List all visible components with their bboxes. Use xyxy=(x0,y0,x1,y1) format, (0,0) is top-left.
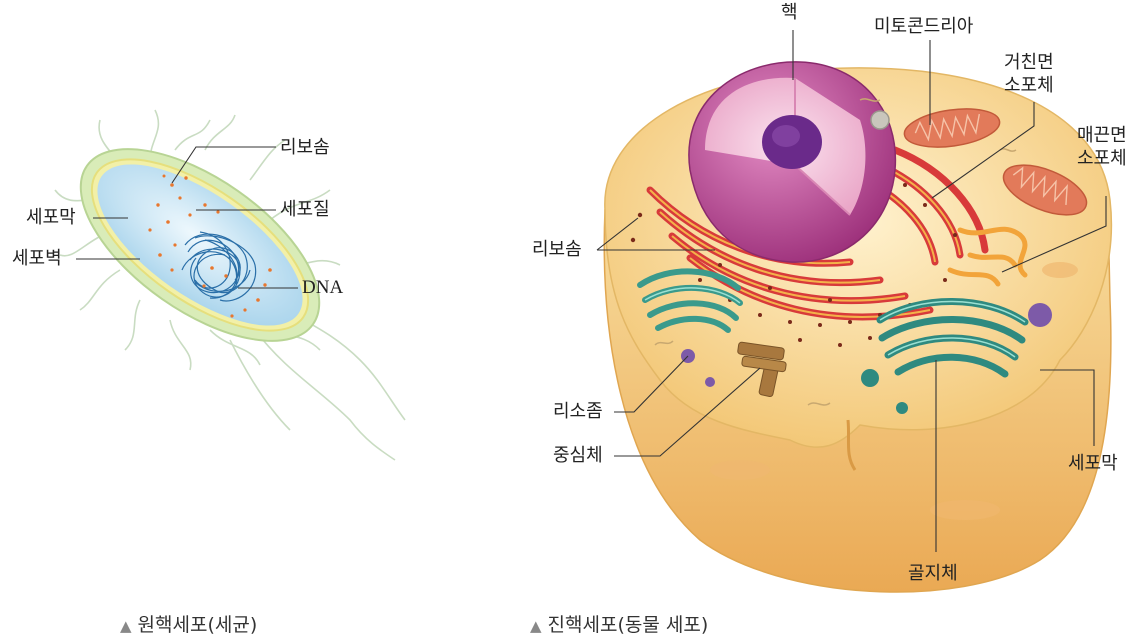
label-rough-er: 거친면 소포체 xyxy=(1004,52,1054,97)
caption-eukaryote-text: 진핵세포(동물 세포) xyxy=(547,614,709,636)
label-prokaryote-cytoplasm: 세포질 xyxy=(280,199,330,220)
label-lysosome: 리소좀 xyxy=(553,401,603,422)
label-smooth-er-line2: 소포체 xyxy=(1077,147,1127,169)
label-nucleus: 핵 xyxy=(781,2,798,23)
caption-prokaryote-text: 원핵세포(세균) xyxy=(137,614,258,636)
label-rough-er-line2: 소포체 xyxy=(1004,74,1054,96)
label-smooth-er: 매끈면 소포체 xyxy=(1077,125,1127,170)
caption-marker-icon: ▲ xyxy=(530,617,542,635)
mitochondria xyxy=(903,108,1088,216)
prokaryote-leader-lines xyxy=(76,146,298,289)
vacuole xyxy=(870,110,890,130)
golgi-highlight xyxy=(644,287,1026,358)
label-eukaryote-ribosome: 리보솜 xyxy=(532,239,582,260)
label-mitochondria: 미토콘드리아 xyxy=(874,16,974,37)
smooth-er xyxy=(947,226,1028,287)
label-rough-er-line1: 거친면 xyxy=(1004,52,1054,73)
caption-marker-icon: ▲ xyxy=(120,617,132,635)
label-prokaryote-dna: DNA xyxy=(302,277,344,298)
prokaryote-dna xyxy=(181,231,257,302)
caption-eukaryote: ▲ 진핵세포(동물 세포) xyxy=(530,616,708,635)
eukaryote-leader-lines xyxy=(596,30,1107,552)
cytoskeleton xyxy=(654,98,1017,406)
centrosome xyxy=(737,341,787,398)
label-smooth-er-line1: 매끈면 xyxy=(1077,125,1127,146)
label-eukaryote-cell-membrane: 세포막 xyxy=(1068,453,1118,474)
label-prokaryote-cell-wall: 세포벽 xyxy=(12,248,62,269)
label-prokaryote-cell-membrane: 세포막 xyxy=(26,207,76,228)
prokaryote-ribosomes xyxy=(148,174,272,318)
label-centrosome: 중심체 xyxy=(553,445,603,466)
label-golgi: 골지체 xyxy=(908,563,958,584)
nucleus xyxy=(688,61,897,263)
caption-prokaryote: ▲ 원핵세포(세균) xyxy=(120,616,257,635)
vesicles xyxy=(861,369,908,414)
label-prokaryote-ribosome: 리보솜 xyxy=(280,137,330,158)
